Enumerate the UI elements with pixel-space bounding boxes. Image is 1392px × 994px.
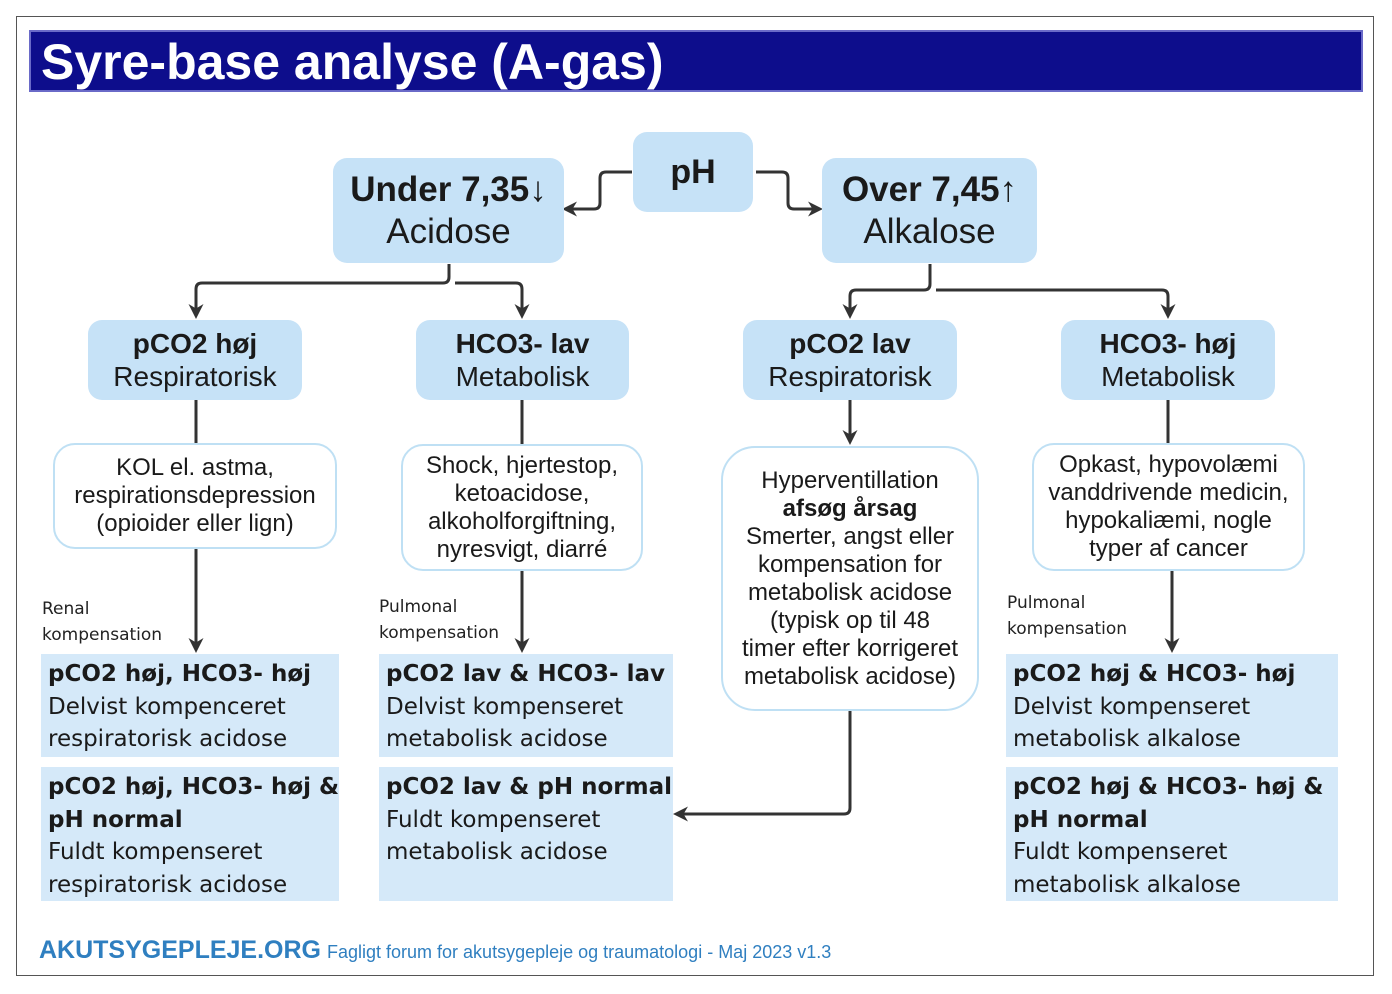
cause-line: Opkast, hypovolæmi <box>1059 451 1278 478</box>
cause-line: Hyperventillation <box>761 466 939 494</box>
comp-line: Pulmonal <box>379 597 458 617</box>
footer: AKUTSYGEPLEJE.ORG Fagligt forum for akuts… <box>39 936 831 965</box>
result-line: Fuldt kompenseret <box>1013 839 1228 865</box>
alkalose-node: Over 7,45↑ Alkalose <box>822 158 1037 263</box>
alkalose-label: Alkalose <box>863 211 996 251</box>
cause-line: alkoholforgiftning, <box>427 507 617 535</box>
met-acidose-type: Metabolisk <box>455 361 590 392</box>
footer-brand: AKUTSYGEPLEJE.ORG <box>39 936 321 964</box>
cause-line: Shock, hjertestop, <box>425 451 619 479</box>
page-title: Syre-base analyse (A-gas) <box>41 34 664 90</box>
connector-acid-split <box>188 264 451 319</box>
met-alkalose-marker: HCO3- høj <box>1099 327 1237 359</box>
comp-line: kompensation <box>1007 619 1128 639</box>
result-full-resp-acidose: pCO2 høj, HCO3- høj & pH normal Fuldt ko… <box>41 767 339 901</box>
cause-line: (typisk op til 48 <box>769 606 931 634</box>
result-criteria: pCO2 høj, HCO3- høj & <box>48 774 340 800</box>
cause-line: kompensation for <box>757 550 943 578</box>
result-line: Delvist kompenceret <box>48 693 286 720</box>
result-criteria: pCO2 høj & HCO3- høj <box>1013 661 1296 687</box>
cause-resp-acidose: KOL el. astma, respirationsdepression (o… <box>53 443 337 549</box>
result-partial-resp-acidose: pCO2 høj, HCO3- høj Delvist kompenceret … <box>41 654 339 757</box>
cause-line: (opioider eller lign) <box>96 510 294 537</box>
diagram-frame <box>16 16 1374 976</box>
resp-alkalose-type: Respiratorisk <box>768 361 932 392</box>
result-line: metabolisk acidose <box>386 839 608 865</box>
result-line: metabolisk alkalose <box>1013 871 1241 898</box>
alkalose-threshold: Over 7,45↑ <box>841 170 1018 210</box>
comp-line: kompensation <box>379 623 500 643</box>
result-criteria: pCO2 lav & HCO3- lav <box>386 661 666 687</box>
resp-alkalose-node: pCO2 lav Respiratorisk <box>743 320 957 400</box>
connector-hypervent-result <box>673 711 852 822</box>
result-partial-met-acidose: pCO2 lav & HCO3- lav Delvist kompenseret… <box>379 654 673 757</box>
cause-line: metabolisk acidose) <box>743 662 957 690</box>
met-alkalose-node: HCO3- høj Metabolisk <box>1061 320 1275 400</box>
met-acidose-node: HCO3- lav Metabolisk <box>416 320 629 400</box>
result-partial-met-alkalose: pCO2 høj & HCO3- høj Delvist kompenseret… <box>1006 654 1338 757</box>
cause-resp-alkalose: Hyperventillation afsøg årsag Smerter, a… <box>721 446 979 711</box>
result-criteria: pCO2 høj & HCO3- høj & <box>1013 774 1324 800</box>
result-full-met-alkalose: pCO2 høj & HCO3- høj & pH normal Fuldt k… <box>1006 767 1338 901</box>
cause-line: typer af cancer <box>1089 535 1248 562</box>
result-line: Fuldt kompenseret <box>386 806 601 833</box>
comp-line: kompensation <box>42 625 163 645</box>
result-line: metabolisk alkalose <box>1013 726 1241 752</box>
cause-line: nyresvigt, diarré <box>436 535 608 563</box>
cause-emphasis: afsøg årsag <box>782 494 918 522</box>
result-line: respiratorisk acidose <box>48 726 288 752</box>
result-line: Delvist kompenseret <box>386 693 624 720</box>
result-criteria: pCO2 høj, HCO3- høj <box>48 661 312 687</box>
connector-ph-acid <box>562 170 632 217</box>
result-criteria: pH normal <box>1013 806 1148 833</box>
ph-node: pH <box>633 132 753 212</box>
resp-acidose-type: Respiratorisk <box>113 361 277 392</box>
comp-line: Pulmonal <box>1007 593 1086 613</box>
cause-line: vanddrivende medicin, <box>1048 479 1289 506</box>
met-alkalose-type: Metabolisk <box>1101 361 1235 392</box>
title-bar: Syre-base analyse (A-gas) <box>29 30 1363 92</box>
cause-met-acidose: Shock, hjertestop, ketoacidose, alkoholf… <box>401 444 643 571</box>
connector-ph-alk <box>756 170 823 217</box>
result-criteria: pCO2 lav & pH normal <box>386 774 672 800</box>
cause-line: KOL el. astma, <box>116 454 274 481</box>
comp-line: Renal <box>42 599 90 619</box>
pulmonal-compensation-label-1: Pulmonal kompensation <box>379 594 499 646</box>
acidose-node: Under 7,35↓ Acidose <box>333 158 564 263</box>
connector-alk-split <box>842 264 932 319</box>
acidose-label: Acidose <box>386 211 511 251</box>
cause-line: timer efter korrigeret <box>741 634 959 662</box>
footer-tagline: Fagligt forum for akutsygepleje og traum… <box>327 942 832 962</box>
result-line: Fuldt kompenseret <box>48 839 263 865</box>
result-line: metabolisk acidose <box>386 726 608 752</box>
cause-line: ketoacidose, <box>454 479 590 507</box>
cause-line: hypokaliæmi, nogle <box>1065 507 1272 534</box>
resp-acidose-marker: pCO2 høj <box>132 327 258 359</box>
result-full-met-acidose: pCO2 lav & pH normal Fuldt kompenseret m… <box>379 767 673 901</box>
cause-line: metabolisk acidose <box>747 578 953 606</box>
met-acidose-marker: HCO3- lav <box>455 327 590 359</box>
result-line: Delvist kompenseret <box>1013 693 1251 720</box>
cause-line: respirationsdepression <box>74 482 316 509</box>
renal-compensation-label: Renal kompensation <box>42 596 162 648</box>
result-line: respiratorisk acidose <box>48 871 288 898</box>
cause-met-alkalose: Opkast, hypovolæmi vanddrivende medicin,… <box>1032 443 1305 571</box>
pulmonal-compensation-label-2: Pulmonal kompensation <box>1007 590 1127 642</box>
result-criteria: pH normal <box>48 806 183 833</box>
resp-acidose-node: pCO2 høj Respiratorisk <box>88 320 302 400</box>
ph-label: pH <box>670 152 716 191</box>
cause-line: Smerter, angst eller <box>745 522 955 550</box>
resp-alkalose-marker: pCO2 lav <box>789 327 911 359</box>
acidose-threshold: Under 7,35↓ <box>350 170 547 210</box>
